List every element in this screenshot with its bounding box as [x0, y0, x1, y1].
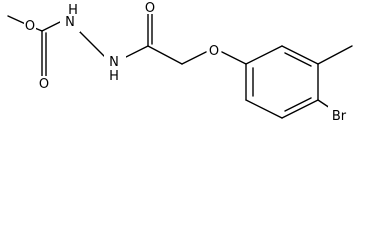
ring-bond-1	[245, 45, 283, 65]
bond-amide-carbon-to-methylene	[147, 45, 183, 65]
chemical-structure-diagram: O O H N N H O O Br	[7, 0, 353, 124]
atom-bromine: Br	[332, 109, 347, 124]
bond-methylene-to-ether-oxygen	[181, 51, 207, 65]
bond-ring-to-methyl	[317, 45, 353, 65]
bond-layer	[7, 9, 353, 119]
ring-bond-5	[245, 99, 283, 119]
atom-nitrogen-1: N	[65, 15, 75, 30]
ring-bond-4	[281, 99, 319, 119]
atom-oxygen-ether: O	[209, 44, 219, 59]
atom-oxygen-carbamate-carbonyl: O	[39, 77, 49, 92]
atom-nitrogen-2: N	[109, 55, 119, 70]
atom-hydrogen-on-n2: H	[109, 69, 119, 84]
ring-bond-2	[281, 45, 319, 65]
ring-inner-double-bottom-right	[284, 97, 312, 112]
atom-hydrogen-on-n1: H	[68, 3, 78, 18]
bond-ether-oxygen-to-ring	[221, 51, 247, 65]
atom-oxygen-amide-carbonyl: O	[145, 1, 155, 16]
atom-label-layer: O O H N N H O O Br	[24, 0, 350, 124]
atom-oxygen-methoxy: O	[25, 19, 35, 34]
ring-inner-double-top	[284, 52, 312, 67]
